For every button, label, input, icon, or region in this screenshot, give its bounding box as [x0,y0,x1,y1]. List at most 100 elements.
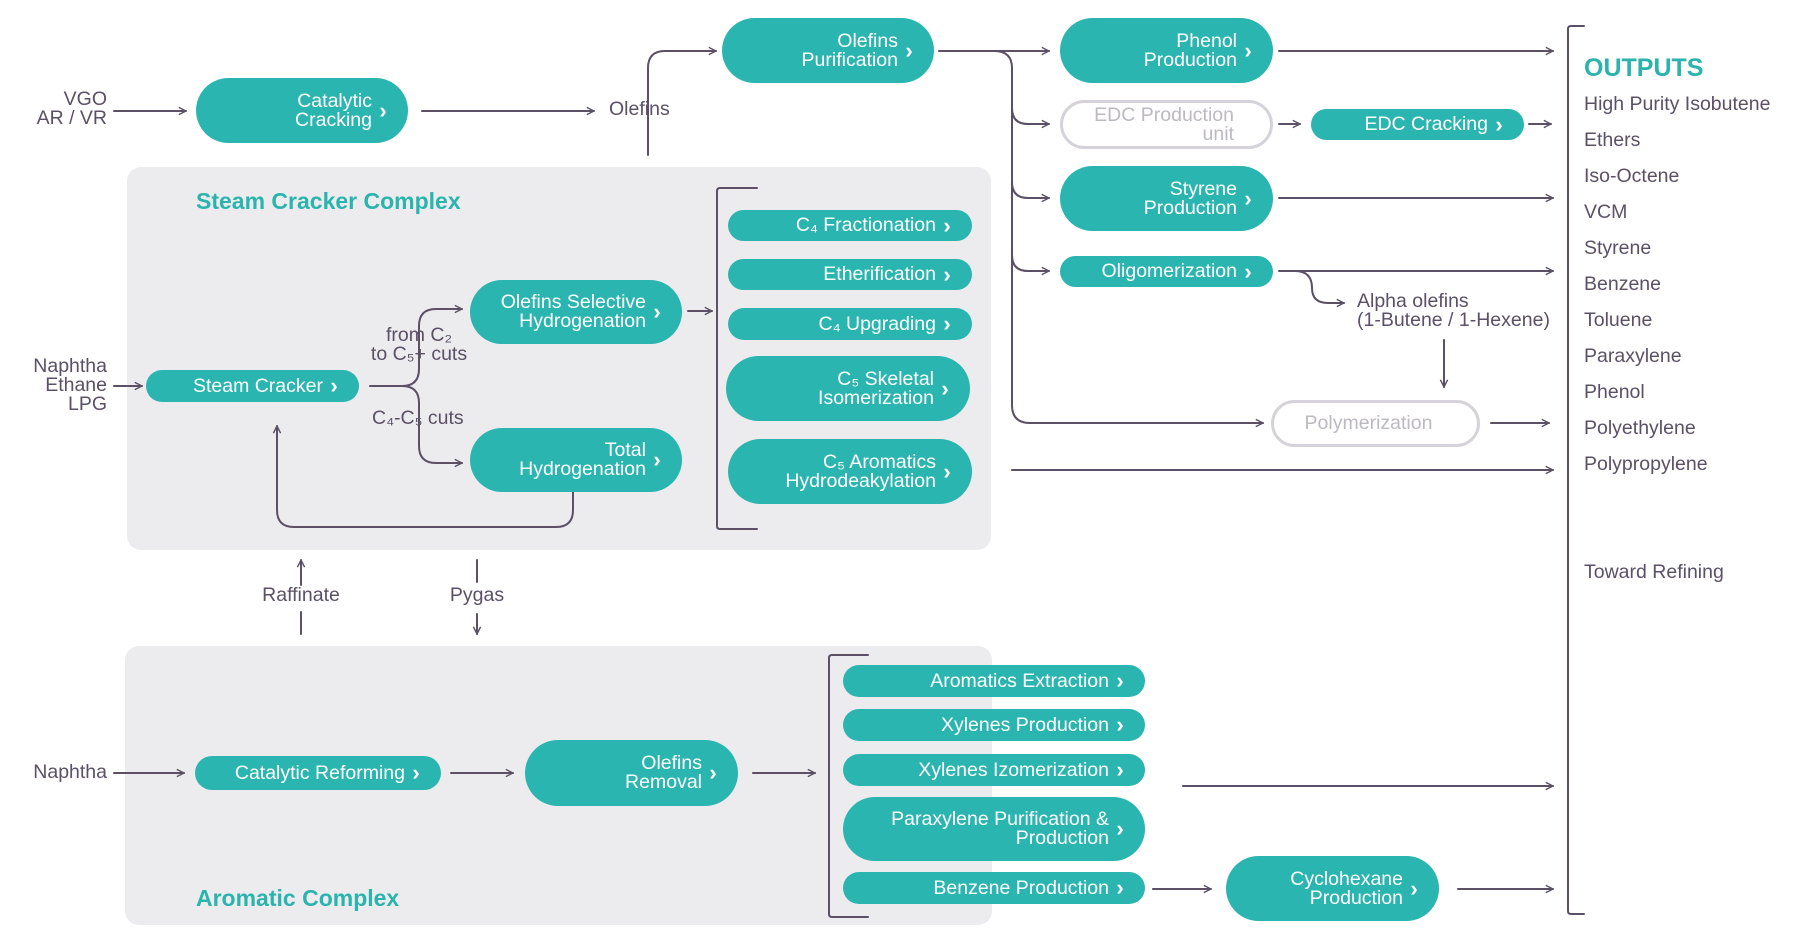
chevron-right-icon: › [1116,875,1124,900]
outputs-bracket [1567,25,1585,915]
phenol-production-button[interactable]: Phenol Production › [1060,18,1273,83]
c5-skeletal-isomerization-button[interactable]: C₅ Skeletal Isomerization › [726,356,970,421]
etherification-label: Etherification [823,263,936,285]
xylenes-izomerization-label: Xylenes Izomerization [918,758,1109,781]
total-hydrogenation-label: Total Hydrogenation [519,439,646,480]
chevron-right-icon: › [905,37,913,63]
output-item: Benzene [1584,273,1661,295]
output-item: Toluene [1584,309,1653,331]
arrow-to-olefins-selective-hydrogenation [401,309,463,387]
output-item: Phenol [1584,381,1645,403]
cyclohexane-production-button[interactable]: Cyclohexane Production› [1226,856,1439,921]
c5-aromatics-hydrodealkylation-button[interactable]: C₅ Aromatics Hydrodeakylation› [728,439,972,504]
from-c2-to-c5-cuts-label: from C₂ to C₅+ cuts [370,324,468,365]
xylenes-izomerization-button[interactable]: Xylenes Izomerization › [843,754,1145,786]
input-naphtha-ethane-lpg: Naphtha Ethane LPG [10,356,107,415]
arrow-to-total-hydrogenation [401,385,463,463]
olefins-purification-button[interactable]: Olefins Purification › [722,18,934,83]
input-label-line: Naphtha [33,761,107,783]
input-vgo: VGO AR / VR [20,88,107,128]
xylenes-production-label: Xylenes Production [940,713,1109,736]
etherification-button[interactable]: Etherification › [728,259,972,290]
output-item: Polyethylene [1584,417,1696,439]
polymerization-button[interactable]: Polymerization› [1271,400,1480,447]
chevron-right-icon: › [653,447,661,472]
input-label-line: LPG [67,393,107,415]
steam-cracker-button[interactable]: Steam Cracker› [146,370,359,402]
olefins-removal-button[interactable]: Olefins Removal › [525,740,738,806]
input-label-line: VGO [63,88,107,110]
chevron-right-icon: › [943,311,951,336]
paraxylene-purification-button[interactable]: Paraxylene Purification & Production › [843,797,1145,861]
output-item: Ethers [1584,129,1641,151]
input-label-line: Ethane [45,374,107,396]
output-item: VCM [1584,201,1628,223]
cyclohexane-production-label: Cyclohexane Production [1290,867,1403,909]
polymerization-label: Polymerization [1304,412,1433,434]
pygas-label: Pygas [449,584,505,606]
chevron-right-icon: › [709,760,717,785]
chevron-right-icon: › [1244,185,1252,211]
steam-cracker-label: Steam Cracker [192,374,323,397]
arrow-to-alpha-olefins [1294,270,1345,303]
chevron-right-icon: › [653,299,661,324]
output-item: Styrene [1584,237,1652,259]
chevron-right-icon: › [943,261,951,287]
c4-fractionation-label: C₄ Fractionation [795,214,936,236]
raffinate-label: Raffinate [262,584,340,606]
olefins-purification-label: Olefins Purification [801,29,898,71]
olefins-removal-label: Olefins Removal [625,752,702,793]
oligomerization-button[interactable]: Oligomerization› [1060,256,1273,287]
output-item: Polypropylene [1584,453,1708,475]
arrow-to-styrene [1011,181,1050,198]
chevron-right-icon: › [941,375,949,401]
arrow-to-edc-production [1011,107,1050,124]
output-item: Paraxylene [1584,345,1682,367]
xylenes-production-button[interactable]: Xylenes Production › [843,709,1145,741]
olefins-label: Olefins [609,98,670,120]
edc-production-unit-label: EDC Production unit [1094,103,1234,145]
olefins-selective-hydrogenation-label: Olefins Selective Hydrogenation [500,291,646,332]
output-toward-refining: Toward Refining [1584,561,1724,583]
chevron-right-icon: › [1116,668,1124,693]
total-hydrogenation-button[interactable]: Total Hydrogenation › [470,428,682,492]
styrene-production-button[interactable]: Styrene Production › [1060,166,1273,231]
recycle-loop-to-steam-cracker [277,425,574,528]
chevron-right-icon: › [1116,712,1124,737]
aromatics-extraction-button[interactable]: Aromatics Extraction› [843,665,1145,697]
input-naphtha-aromatic: Naphtha [10,761,107,783]
edc-cracking-label: EDC Cracking [1364,113,1488,135]
c4-fractionation-button[interactable]: C₄ Fractionation › [728,210,972,241]
chevron-right-icon: › [1116,757,1124,782]
benzene-production-label: Benzene Production [933,876,1109,899]
aromatic-complex-title: Aromatic Complex [196,885,400,911]
paraxylene-purification-label: Paraxylene Purification & Production [891,808,1109,849]
oligomerization-label: Oligomerization [1101,260,1237,282]
chevron-right-icon: › [943,212,951,238]
c4-upgrading-button[interactable]: C₄ Upgrading› [728,308,972,340]
catalytic-reforming-button[interactable]: Catalytic Reforming› [195,756,441,790]
chevron-right-icon: › [1244,37,1252,63]
edc-production-unit-button[interactable]: EDC Production unit› [1060,100,1273,149]
c4-group-bracket [716,187,758,530]
output-item: Iso-Octene [1584,165,1680,187]
benzene-production-button[interactable]: Benzene Production › [843,872,1145,904]
chevron-right-icon: › [379,97,387,123]
steam-cracker-complex-title: Steam Cracker Complex [196,188,461,214]
outputs-title: OUTPUTS [1584,54,1704,82]
edc-cracking-button[interactable]: EDC Cracking › [1311,109,1524,140]
c5-aromatics-hydrodealkylation-label: C₅ Aromatics Hydrodeakylation [785,450,936,492]
line-olefins-to-purification [647,51,717,156]
olefins-selective-hydrogenation-button[interactable]: Olefins Selective Hydrogenation › [470,280,682,344]
phenol-production-label: Phenol Production [1143,29,1237,71]
aromatics-group-bracket [828,654,869,918]
chevron-right-icon: › [1116,816,1124,841]
c5-skeletal-isomerization-label: C₅ Skeletal Isomerization [818,367,934,409]
catalytic-cracking-button[interactable]: Catalytic Cracking › [196,78,408,143]
catalytic-cracking-label: Catalytic Cracking [295,89,372,131]
chevron-right-icon: › [1495,111,1503,137]
styrene-production-label: Styrene Production [1143,177,1237,219]
output-item: High Purity Isobutene [1584,93,1771,115]
chevron-right-icon: › [412,760,420,785]
